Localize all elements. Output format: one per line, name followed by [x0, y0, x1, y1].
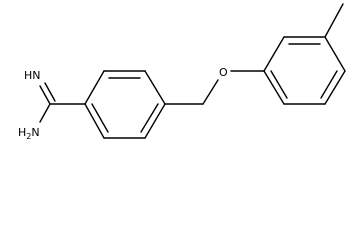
amine-label-tail: N — [31, 126, 39, 139]
bond-c-amine — [39, 103, 51, 123]
ring1-bond-1 — [84, 70, 105, 105]
oxygen-label: O — [219, 66, 228, 79]
ring2-bond-1 — [263, 36, 285, 72]
ring1-bond-6 — [84, 103, 105, 139]
ring2-inner-2 — [320, 70, 338, 99]
ring1-bond-3 — [144, 70, 166, 105]
bond-c-imine-2 — [44, 82, 56, 102]
structure-canvas: HN H2N O — [18, 3, 346, 141]
amine-label: H2N — [18, 126, 40, 141]
ring1-inner-2 — [140, 103, 159, 133]
bond-methyl — [324, 3, 344, 38]
ring2-inner-3 — [270, 70, 288, 99]
ring2-bond-4 — [324, 70, 346, 105]
bond-c-imine-1 — [39, 85, 51, 105]
ring1-bond-4 — [144, 103, 166, 139]
ring2-bond-3 — [324, 36, 346, 72]
ring1-inner-3 — [91, 103, 109, 133]
amine-label-subscript: 2 — [26, 132, 31, 141]
molecule-diagram: HN H2N O — [18, 3, 346, 141]
bond-ch2-o — [202, 79, 219, 105]
ring2-bond-6 — [263, 70, 285, 105]
amine-label-main: H — [18, 126, 26, 139]
imine-label: HN — [24, 69, 41, 82]
